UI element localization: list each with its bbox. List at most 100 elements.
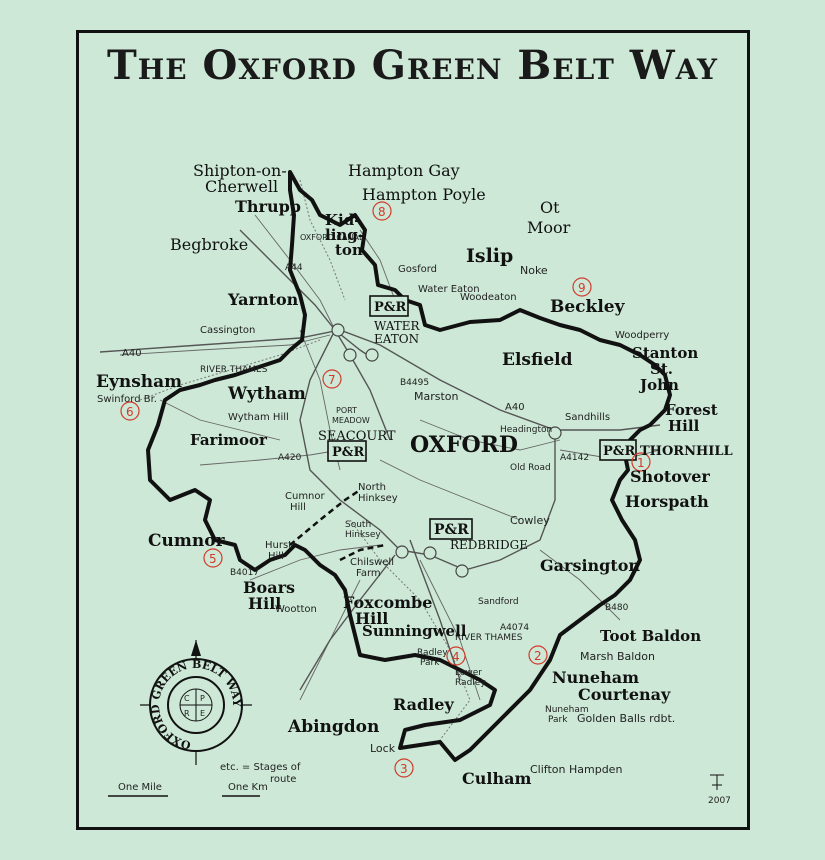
place-label: Gosford bbox=[398, 264, 437, 275]
place-label: ton bbox=[335, 241, 363, 259]
stage-number: 1 bbox=[637, 456, 645, 470]
place-label: Kid- bbox=[325, 211, 360, 229]
stage-number: 6 bbox=[126, 405, 134, 419]
place-label: Islip bbox=[466, 245, 513, 267]
place-label: Radley bbox=[455, 678, 486, 688]
road-label: B4495 bbox=[400, 378, 429, 388]
place-label: Chilswell bbox=[350, 557, 394, 568]
place-label: Cumnor bbox=[285, 491, 326, 502]
road-label: A4074 bbox=[500, 623, 529, 633]
place-label: Courtenay bbox=[578, 685, 671, 704]
place-label: Elsfield bbox=[502, 350, 573, 370]
place-label: Hampton Gay bbox=[348, 161, 460, 180]
place-label: Clifton Hampden bbox=[530, 763, 622, 776]
place-label: Nuneham bbox=[552, 668, 639, 687]
place-label: Lock bbox=[370, 742, 396, 755]
place-label: Headington bbox=[500, 425, 552, 435]
park-and-ride-label: P&R bbox=[374, 300, 407, 315]
place-label: Ot bbox=[540, 198, 560, 217]
place-label: Park bbox=[420, 658, 440, 668]
scale-mile-label: One Mile bbox=[118, 782, 162, 793]
place-label: PORT bbox=[336, 406, 357, 415]
place-label: Foxcombe bbox=[343, 593, 432, 612]
badge-letter: C bbox=[184, 694, 190, 703]
place-label: Golden Balls rdbt. bbox=[577, 712, 675, 725]
stage-number: 8 bbox=[378, 205, 386, 219]
place-label: Cherwell bbox=[205, 177, 278, 196]
stage-number: 4 bbox=[452, 650, 460, 664]
stage-number: 3 bbox=[400, 762, 408, 776]
place-label: North bbox=[358, 482, 386, 493]
place-label: Hill bbox=[668, 417, 700, 435]
place-label: Hill bbox=[355, 609, 388, 628]
place-label: Cowley bbox=[510, 514, 550, 527]
legend-stages-text: etc. = Stages of bbox=[220, 762, 301, 773]
place-label: Woodperry bbox=[615, 330, 669, 341]
place-label: Toot Baldon bbox=[600, 627, 701, 645]
place-label: Hill bbox=[268, 551, 284, 562]
river-label: RIVER THAMES bbox=[200, 365, 268, 375]
place-label: Eynsham bbox=[96, 372, 182, 392]
year-label: 2007 bbox=[708, 796, 731, 806]
place-label: Beckley bbox=[550, 297, 626, 317]
place-label: Wytham Hill bbox=[228, 412, 289, 423]
place-label: Noke bbox=[520, 264, 548, 277]
map-title: The Oxford Green Belt Way bbox=[107, 42, 718, 89]
place-label: Abingdon bbox=[287, 717, 379, 737]
stage-markers: 1 2 3 4 5 6 7 8 9 bbox=[120, 201, 651, 778]
place-label: Lower bbox=[455, 668, 482, 678]
road-label: A40 bbox=[122, 348, 142, 359]
stage-number: 7 bbox=[328, 373, 336, 387]
place-label: Cumnor bbox=[148, 531, 226, 551]
place-label: Hinksey bbox=[358, 493, 398, 504]
place-label: Moor bbox=[527, 218, 571, 237]
place-label: Sunningwell bbox=[362, 622, 467, 640]
place-label: South bbox=[345, 520, 371, 530]
place-label: Hill bbox=[290, 502, 306, 513]
place-label: John bbox=[638, 376, 679, 394]
road-label: A420 bbox=[278, 453, 302, 463]
place-label: Wootton bbox=[275, 604, 317, 615]
stage-number: 5 bbox=[209, 552, 217, 566]
road-label: Old Road bbox=[510, 463, 551, 473]
place-label: Thrupp bbox=[235, 197, 301, 216]
river-label: RIVER THAMES bbox=[455, 633, 523, 643]
route-link-dashed-2 bbox=[339, 543, 386, 562]
place-label: Stanton bbox=[632, 344, 698, 362]
place-label: Garsington bbox=[540, 556, 640, 575]
place-label: Farm bbox=[356, 568, 381, 579]
park-and-ride-markers: P&R P&R P&R P&R bbox=[327, 295, 637, 540]
place-label: MEADOW bbox=[332, 416, 370, 425]
place-label: THORNHILL bbox=[640, 444, 733, 459]
place-label: Radley bbox=[393, 695, 454, 714]
place-label: Sandford bbox=[478, 597, 519, 607]
map-frame bbox=[76, 30, 750, 830]
place-label: REDBRIDGE bbox=[450, 538, 528, 552]
place-label: EATON bbox=[374, 332, 419, 346]
canal-label: OXFORD CANAL bbox=[300, 233, 364, 242]
place-label: Begbroke bbox=[170, 235, 248, 254]
place-label: Hill bbox=[248, 594, 281, 613]
place-label: Swinford Br. bbox=[97, 394, 157, 405]
badge-letter: E bbox=[200, 709, 205, 718]
road-labels: A40 A40 A44 A420 A4142 A4074 B4017 B4495… bbox=[122, 233, 629, 643]
place-label: Yarnton bbox=[227, 290, 299, 309]
roundabouts bbox=[331, 323, 562, 578]
park-and-ride-label: P&R bbox=[434, 522, 469, 538]
north-arrow-icon bbox=[191, 640, 201, 656]
place-label: Woodeaton bbox=[460, 292, 517, 303]
place-label: Farimoor bbox=[190, 431, 268, 449]
place-label: SEACOURT bbox=[318, 429, 396, 444]
minor-roads bbox=[119, 214, 661, 701]
place-label: Hurst bbox=[265, 540, 292, 551]
legend-stages-text: route bbox=[270, 774, 296, 785]
park-and-ride-label: P&R bbox=[603, 444, 636, 459]
place-label: Park bbox=[548, 715, 568, 725]
green-belt-way-route bbox=[146, 170, 672, 762]
road-label: A4142 bbox=[560, 453, 589, 463]
place-label: Hinksey bbox=[345, 530, 381, 540]
place-label: St. bbox=[650, 360, 673, 378]
badge-letter: R bbox=[184, 709, 190, 718]
place-label: Radley bbox=[417, 648, 448, 658]
